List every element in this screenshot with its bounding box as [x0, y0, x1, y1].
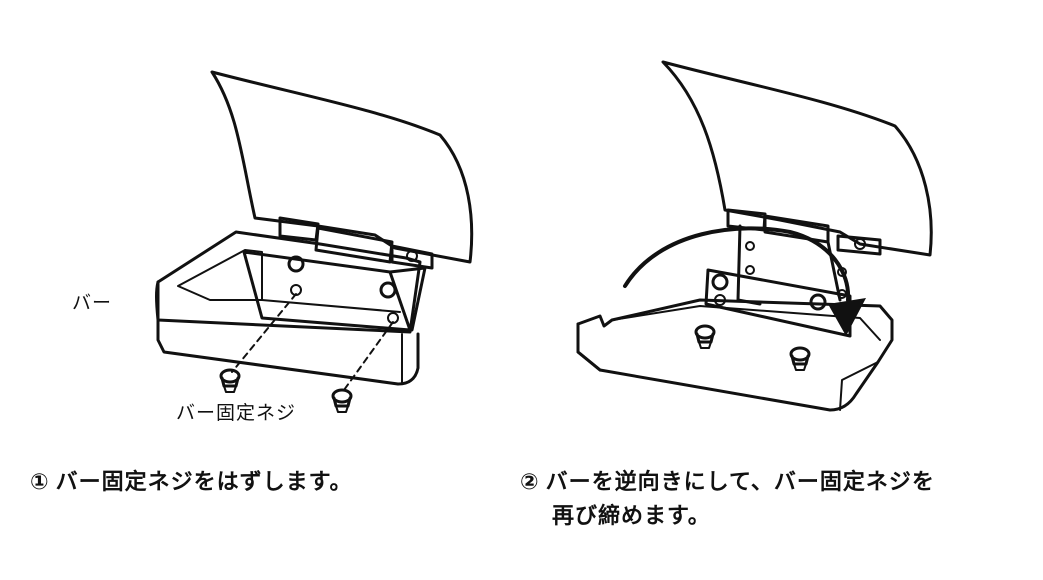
bar-base-right: [576, 298, 894, 412]
hinge-bracket-left: [242, 250, 412, 332]
left-diagram: [155, 70, 474, 413]
screw-icon: [331, 388, 353, 413]
bracket-screw: [287, 255, 305, 273]
right-diagram: [576, 60, 933, 412]
hinge-bracket-right: [704, 268, 852, 338]
step-text-line1: バーを逆向きにして、バー固定ネジを: [545, 470, 935, 495]
screw-icon: [789, 346, 811, 371]
step-text-line2: 再び締めます。: [552, 504, 711, 529]
screw-icon: [694, 324, 716, 349]
bracket-screw: [379, 281, 397, 299]
step-text: バー固定ネジをはずします。: [55, 470, 353, 495]
screw-icon: [219, 368, 241, 393]
display-panel-right: [661, 60, 933, 257]
fixing-screw-label: バー固定ネジ: [176, 402, 297, 424]
rotation-arrow-icon: [623, 226, 866, 336]
step-number: ①: [30, 470, 50, 495]
screw-path-line: [231, 293, 297, 373]
bar-label: バー: [72, 292, 113, 314]
display-panel-left: [210, 70, 474, 264]
step-number: ②: [520, 470, 540, 495]
bracket-screw: [711, 273, 729, 291]
bar-base-left: [156, 230, 422, 334]
bracket-screw: [809, 293, 827, 311]
screw-path-line: [343, 321, 394, 391]
